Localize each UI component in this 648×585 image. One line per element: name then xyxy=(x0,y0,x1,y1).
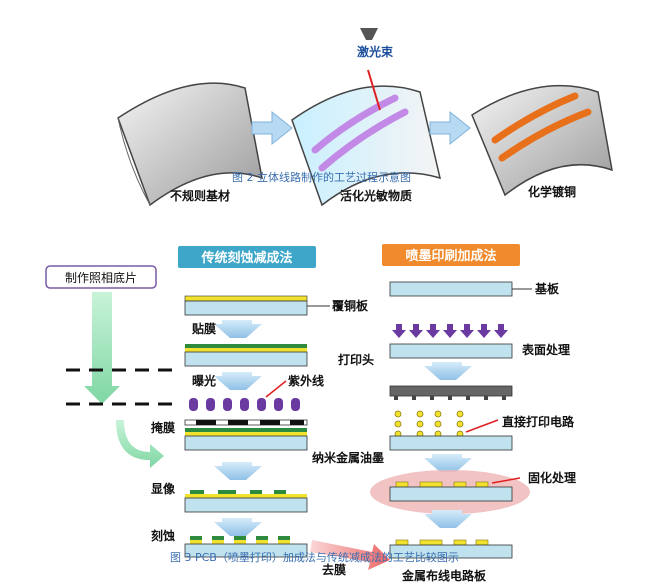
left-header: 传统刻蚀减成法 xyxy=(200,250,292,266)
label-direct-print: 直接打印电路 xyxy=(502,414,575,429)
stage-label-3: 化学镀铜 xyxy=(528,184,576,199)
label-cure: 固化处理 xyxy=(528,470,576,485)
stage-label-2: 活化光敏物质 xyxy=(340,188,412,203)
board-surface xyxy=(389,343,513,359)
film-arrow-curved xyxy=(116,420,164,468)
figure-3-caption: 图 3 PCB（喷墨打印）加成法与传统减成法的工艺比较图示 xyxy=(170,550,459,564)
step-arrow-left-3 xyxy=(214,462,262,480)
sheet-activated: 激光束 xyxy=(291,28,442,207)
step-arrow-left-1 xyxy=(214,320,262,338)
label-etch: 刻蚀 xyxy=(151,528,175,543)
stage-label-1: 不规则基材 xyxy=(170,188,230,203)
film-arrow xyxy=(84,292,120,404)
board-printing xyxy=(389,435,513,451)
step-arrow-left-4 xyxy=(214,518,262,536)
step-arrow-right-1 xyxy=(424,362,472,380)
board-substrate xyxy=(389,281,513,297)
stage-arrow-1 xyxy=(251,110,293,146)
label-strip: 去膜 xyxy=(322,562,346,577)
board-developed xyxy=(184,490,308,513)
board-etched xyxy=(184,536,308,558)
figure-2-caption: 图 2 立体线路制作的工艺过程示意图 xyxy=(232,170,411,184)
board-final xyxy=(389,539,513,559)
label-ccl: 覆铜板 xyxy=(331,298,369,313)
board-ccl xyxy=(184,295,308,316)
label-uv: 紫外线 xyxy=(288,373,324,388)
printhead xyxy=(389,385,513,400)
sheet-irregular-substrate xyxy=(117,82,263,207)
label-expose: 曝光 xyxy=(192,373,216,388)
step-arrow-right-3 xyxy=(424,510,472,528)
laser-beam xyxy=(367,69,381,111)
figure-3: 传统刻蚀减成法 喷墨印刷加成法 制作照相底片 覆铜板 贴膜 曝光 紫外线 xyxy=(45,244,576,583)
sheet-copper-plated xyxy=(471,84,613,197)
board-cured xyxy=(389,481,513,502)
label-ink: 纳米金属油墨 xyxy=(312,450,384,465)
label-substrate: 基板 xyxy=(534,281,560,296)
ink-droplets xyxy=(394,410,464,438)
step-arrow-right-2 xyxy=(424,454,472,472)
board-laminated xyxy=(184,344,308,367)
left-header-box xyxy=(178,246,316,268)
laser-label: 激光束 xyxy=(357,44,394,59)
label-printhead: 打印头 xyxy=(338,352,374,367)
step-arrow-left-2 xyxy=(214,372,262,390)
compare-arrow xyxy=(310,540,390,570)
film-box-label: 制作照相底片 xyxy=(65,270,137,285)
board-masked xyxy=(184,419,308,451)
stage-arrow-2 xyxy=(429,110,471,146)
label-mask: 掩膜 xyxy=(151,420,175,435)
uv-light xyxy=(189,398,300,411)
label-develop: 显像 xyxy=(151,481,176,496)
label-result: 金属布线电路板 xyxy=(401,568,487,583)
label-surface: 表面处理 xyxy=(521,342,570,357)
surface-treatment-arrows xyxy=(392,324,508,338)
right-header: 喷墨印刷加成法 xyxy=(405,248,496,264)
film-box xyxy=(45,265,157,289)
figure-2: 激光束 图 2 立体线路制作的工艺过程示意图 不规则基材 活化光敏物质 化学镀铜 xyxy=(117,28,613,207)
label-laminate: 贴膜 xyxy=(192,321,216,336)
laser-emitter xyxy=(360,28,378,40)
right-header-box xyxy=(382,244,520,266)
